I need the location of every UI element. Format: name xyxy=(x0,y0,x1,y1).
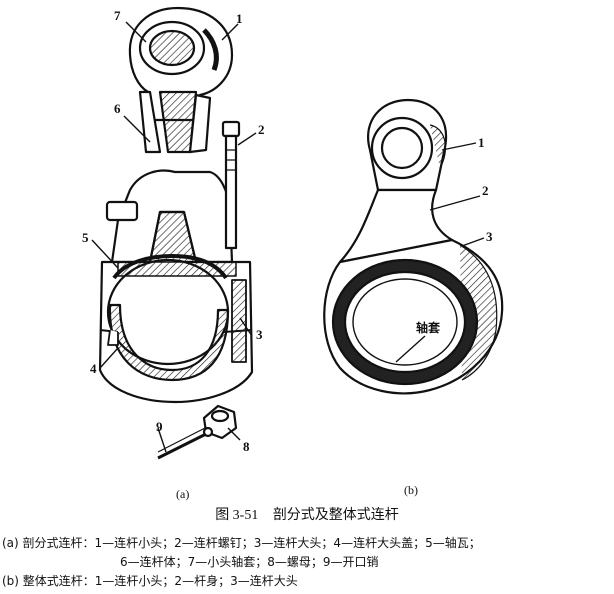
integral-rod-drawing xyxy=(323,98,504,395)
label-a-8: 8 xyxy=(243,439,250,454)
subfigure-label-b: (b) xyxy=(404,483,418,497)
label-a-7: 7 xyxy=(114,8,121,23)
bushing-label: 轴套 xyxy=(416,321,441,335)
label-a-5: 5 xyxy=(82,230,89,245)
connecting-rod-illustration xyxy=(91,6,504,460)
label-a-6: 6 xyxy=(114,101,121,116)
label-a-4: 4 xyxy=(90,361,97,376)
label-b-1: 1 xyxy=(478,135,485,150)
split-rod-drawing xyxy=(98,6,254,460)
label-a-2: 2 xyxy=(258,122,265,137)
leader-lines-a xyxy=(91,21,257,453)
subfigure-label-a: (a) xyxy=(176,487,190,501)
label-b-2: 2 xyxy=(482,183,489,198)
label-a-9: 9 xyxy=(156,419,163,434)
label-b-3: 3 xyxy=(486,229,493,244)
figure-area: 7 1 2 6 5 3 4 8 9 (a) 1 2 3 轴套 (b) xyxy=(82,6,504,501)
legend-line-b: (b) 整体式连杆：1—连杆小头；2—杆身；3—连杆大头 xyxy=(2,574,298,588)
label-a-3: 3 xyxy=(256,327,263,342)
legend-line-a1: (a) 剖分式连杆：1—连杆小头；2—连杆螺钉；3—连杆大头；4—连杆大头盖；5… xyxy=(2,536,481,550)
figure-number: 图 3-51 xyxy=(215,508,259,523)
label-a-1: 1 xyxy=(236,11,243,26)
figure-caption: 图 3-51 剖分式及整体式连杆 xyxy=(0,507,614,524)
figure-legend: (a) 剖分式连杆：1—连杆小头；2—连杆螺钉；3—连杆大头；4—连杆大头盖；5… xyxy=(2,534,614,591)
leader-lines-b xyxy=(395,142,485,363)
legend-line-a2: 6—连杆体；7—小头轴套；8—螺母；9—开口销 xyxy=(120,555,379,569)
figure-title: 剖分式及整体式连杆 xyxy=(272,507,399,523)
